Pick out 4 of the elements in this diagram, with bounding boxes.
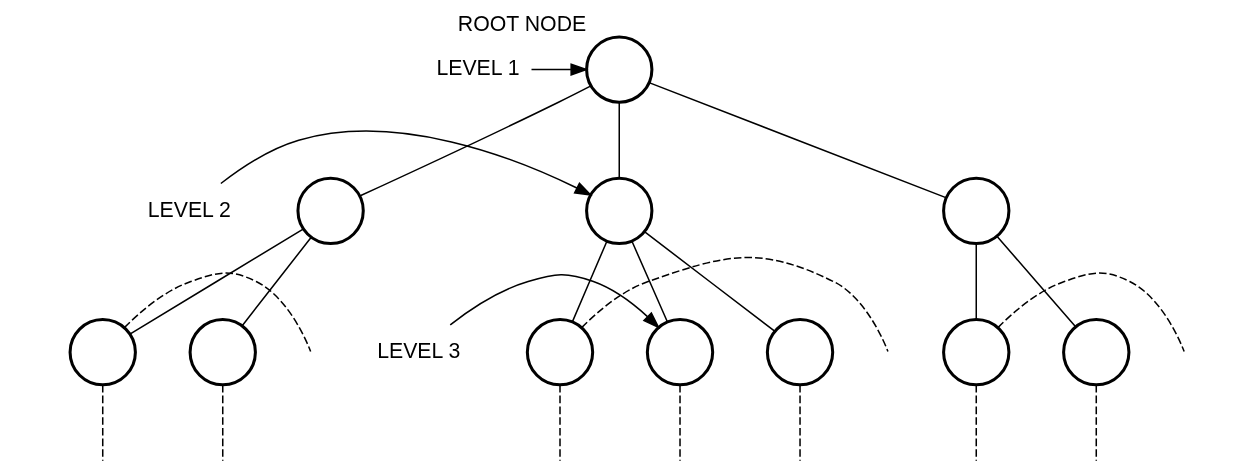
node-text: LEVEL 3 [376, 338, 460, 363]
node-text: LEVEL 1 [435, 56, 520, 81]
node-text: LEVEL 2 [147, 197, 231, 222]
node-label: ROOT NODE [457, 12, 586, 37]
